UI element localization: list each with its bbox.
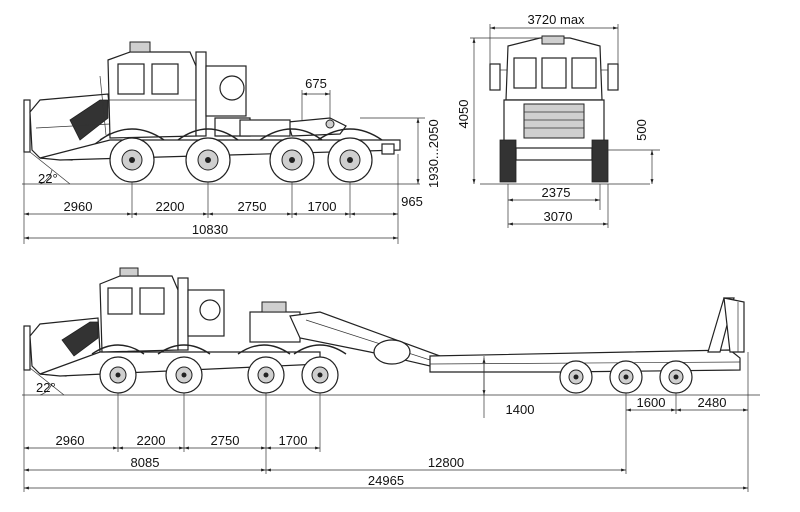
train-tractor-wheels (99, 356, 339, 394)
tractor-wheels (109, 137, 373, 183)
train-total-length-dim: 24965 (368, 473, 404, 488)
front-mirror-width-dim: 3720 max (527, 12, 585, 27)
train-axle12-dim: 2200 (137, 433, 166, 448)
front-track-dim: 2375 (542, 185, 571, 200)
trailer-rear-overhang-dim: 2480 (698, 395, 727, 410)
train-approach-angle: 22° (36, 380, 56, 395)
tractor-rear-overhang-dim: 965 (401, 194, 423, 209)
train-front-overhang-dim: 2960 (56, 433, 85, 448)
front-height-dim: 4050 (456, 100, 471, 129)
trailer-wheels (559, 360, 693, 394)
tractor-approach-angle: 22° (38, 171, 58, 186)
tractor-to-kingpin-dim: 8085 (131, 455, 160, 470)
train-axle34-dim: 1700 (279, 433, 308, 448)
tractor-axle12-dim: 2200 (156, 199, 185, 214)
road-train-side-view: 22° 1400 1600 2480 2960 2200 2750 1700 8… (22, 267, 760, 492)
fifth-wheel-dim: 675 (305, 76, 327, 91)
tractor-total-length-dim: 10830 (192, 222, 228, 237)
trailer-base-dim: 12800 (428, 455, 464, 470)
fifth-wheel-height-dim: 1930...2050 (426, 119, 441, 188)
front-view: 3720 max 4050 500 2375 3070 (456, 12, 660, 228)
train-deck-height-dim: 1400 (506, 402, 535, 417)
tractor-axle23-dim: 2750 (238, 199, 267, 214)
train-axle23-dim: 2750 (211, 433, 240, 448)
tractor-axle34-dim: 1700 (308, 199, 337, 214)
trailer-axle-spacing-dim: 1600 (637, 395, 666, 410)
tractor-front-overhang-dim: 2960 (64, 199, 93, 214)
front-width-dim: 3070 (544, 209, 573, 224)
tractor-side-view: 22° 675 1930...2050 2960 2200 2750 1700 … (22, 41, 441, 244)
front-clearance-dim: 500 (634, 119, 649, 141)
